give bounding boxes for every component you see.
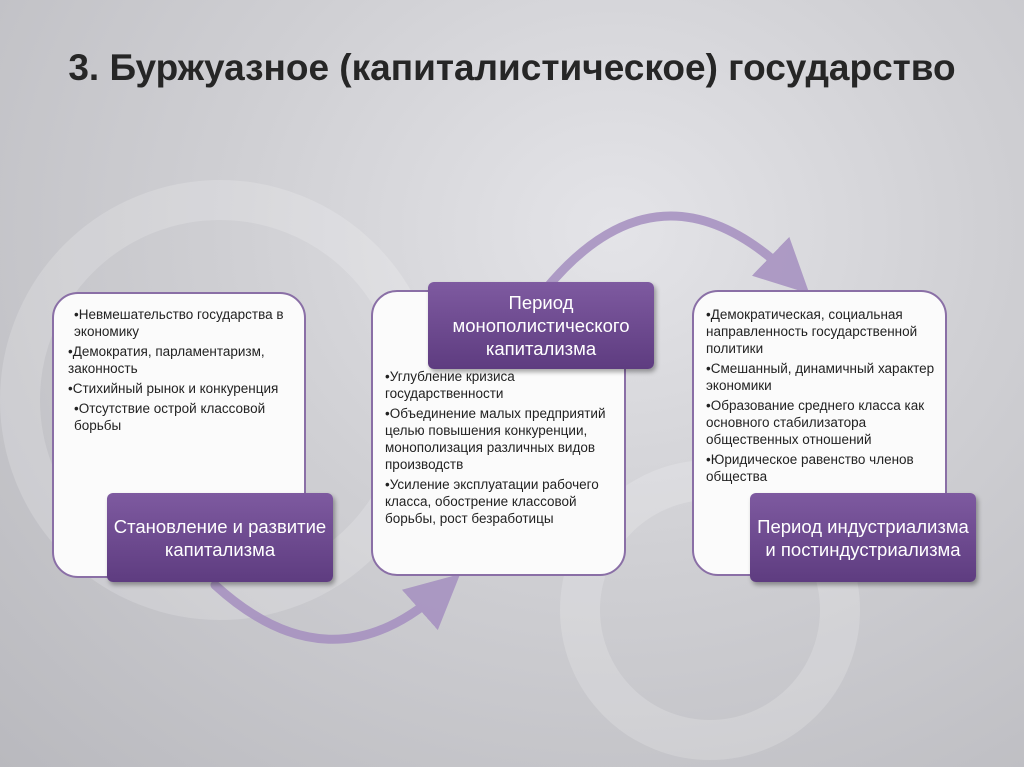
stage-1-item: Невмешательство государства в экономику <box>68 306 290 340</box>
stage-3-item: Образование среднего класса как основног… <box>706 397 935 448</box>
stage-3-item: Демократическая, социальная направленнос… <box>706 306 935 357</box>
page-title: 3. Буржуазное (капиталистическое) госуда… <box>68 47 956 88</box>
stage-3-label: Период индустриализма и постиндустриализ… <box>750 493 976 582</box>
stage-2-label: Период монополистического капитализма <box>428 282 654 369</box>
stage-2-item: Углубление кризиса государственности <box>385 368 614 402</box>
arrow-top <box>540 211 810 295</box>
stage-2-item: Усиление эксплуатации рабочего класса, о… <box>385 476 614 527</box>
arrow-bottom <box>210 574 461 644</box>
stage-1-item: Стихийный рынок и конкуренция <box>68 380 290 397</box>
stage-1-item: Демократия, парламентаризм, законность <box>68 343 290 377</box>
stage-2-card: Углубление кризиса государственности Объ… <box>371 290 626 576</box>
stage-1-item: Отсутствие острой классовой борьбы <box>68 400 290 434</box>
stage-3-item: Юридическое равенство членов общества <box>706 451 935 485</box>
stage-1-label: Становление и развитие капитализма <box>107 493 333 582</box>
stage-2-item: Объединение малых предприятий целью повы… <box>385 405 614 473</box>
stage-3-item: Смешанный, динамичный характер экономики <box>706 360 935 394</box>
